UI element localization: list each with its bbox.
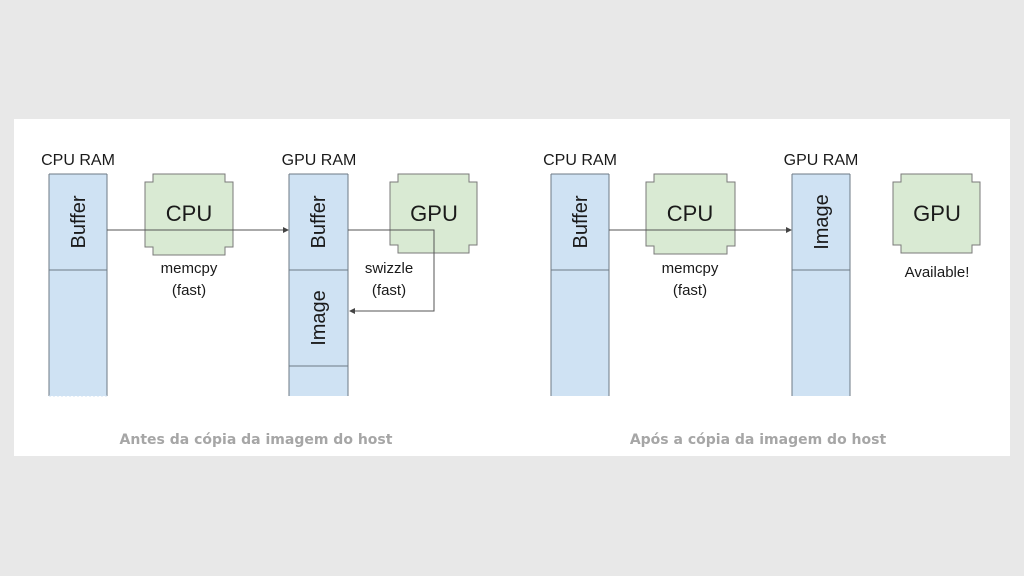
gpu-chip: GPU — [389, 173, 478, 254]
cpu-ram-title: CPU RAM — [41, 152, 115, 169]
memcpy-label: memcpy — [161, 260, 218, 277]
gpu-chip: GPU — [892, 173, 981, 254]
gpu-ram-segment-image: Image — [811, 194, 833, 250]
diagram-before: CPU RAM Buffer CPU memcpy (fast) GPU RAM… — [41, 152, 478, 448]
memcpy-label: memcpy — [662, 260, 719, 277]
cpu-chip: CPU — [144, 173, 234, 256]
memcpy-speed-label: (fast) — [172, 282, 206, 299]
gpu-status-label: Available! — [905, 264, 970, 281]
diagram-after: CPU RAM Buffer CPU memcpy (fast) GPU RAM… — [543, 152, 981, 448]
gpu-ram-title: GPU RAM — [784, 152, 859, 169]
cpu-ram-bar: Buffer — [48, 173, 108, 397]
memcpy-speed-label: (fast) — [673, 282, 707, 299]
caption-after: Após a cópia da imagem do host — [630, 432, 887, 448]
swizzle-speed-label: (fast) — [372, 282, 406, 299]
swizzle-arrow — [348, 229, 435, 314]
gpu-chip-label: GPU — [410, 201, 458, 226]
cpu-ram-segment-buffer: Buffer — [68, 195, 90, 248]
cpu-chip-label: CPU — [667, 201, 713, 226]
gpu-ram-bar: Image — [791, 173, 851, 396]
gpu-ram-title: GPU RAM — [282, 152, 357, 169]
swizzle-label: swizzle — [365, 260, 413, 277]
gpu-ram-segment-buffer: Buffer — [308, 195, 330, 248]
gpu-chip-label: GPU — [913, 201, 961, 226]
gpu-ram-bar: Buffer Image — [288, 173, 349, 396]
cpu-chip-label: CPU — [166, 201, 212, 226]
cpu-chip: CPU — [645, 173, 736, 255]
cpu-ram-segment-buffer: Buffer — [570, 195, 592, 248]
gpu-ram-segment-image: Image — [308, 290, 330, 346]
cpu-ram-bar: Buffer — [550, 173, 610, 396]
cpu-ram-title: CPU RAM — [543, 152, 617, 169]
caption-before: Antes da cópia da imagem do host — [120, 432, 393, 448]
